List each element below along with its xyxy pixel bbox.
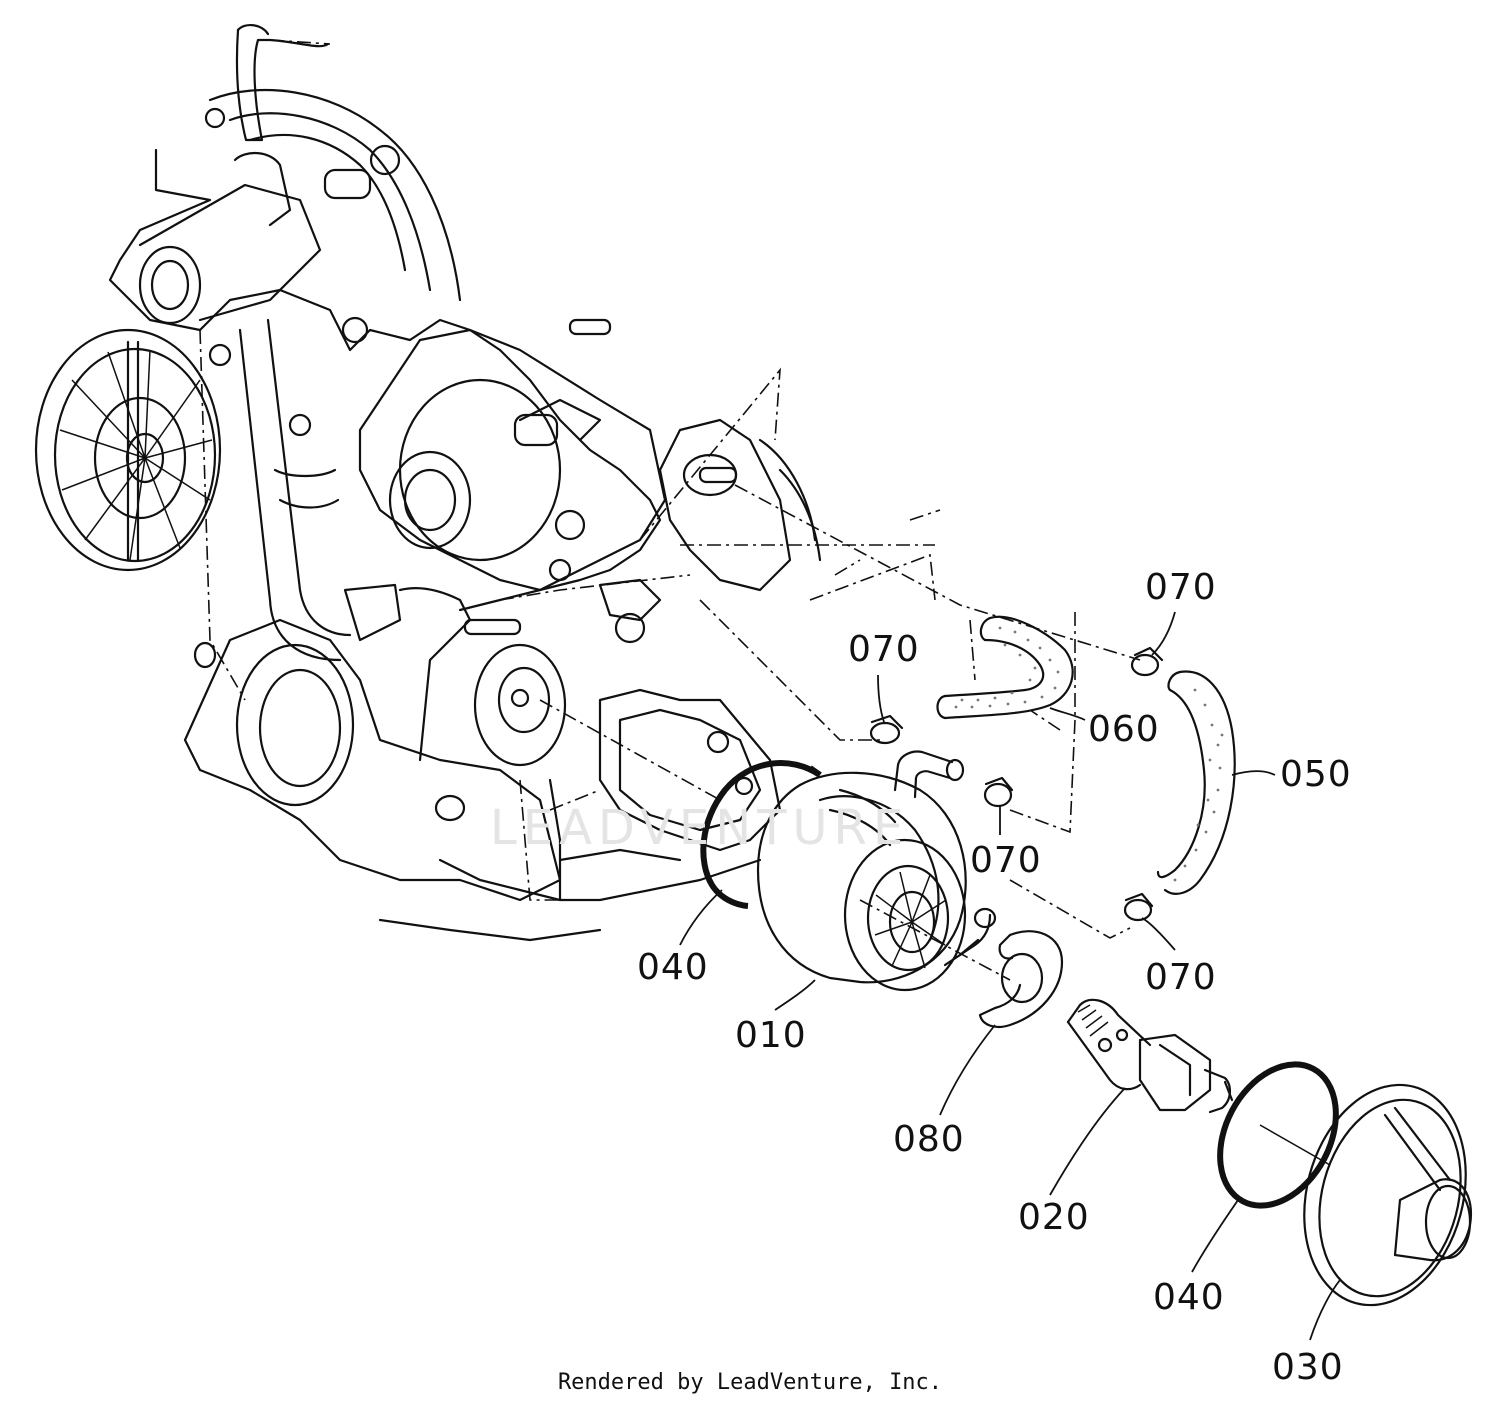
render-credit: Rendered by LeadVenture, Inc. xyxy=(557,1370,943,1395)
alignment-lines xyxy=(539,484,1141,981)
hollow-bolt-020 xyxy=(1066,998,1234,1114)
clamp-070-top-right xyxy=(1130,646,1164,677)
part-label-040: 040 xyxy=(1153,1277,1225,1318)
washer-080 xyxy=(978,930,1064,1029)
cover-030 xyxy=(1259,1083,1473,1307)
part-label-070: 070 xyxy=(848,629,920,670)
o-ring-040-right xyxy=(1217,1061,1339,1209)
part-label-060: 060 xyxy=(1088,709,1160,750)
clamp-070-bottom xyxy=(1123,892,1154,922)
part-label-010: 010 xyxy=(735,1015,807,1056)
construction-lines xyxy=(199,329,941,901)
part-label-080: 080 xyxy=(893,1119,965,1160)
engine-block xyxy=(34,24,822,942)
o-ring-040-left xyxy=(700,760,822,909)
leader-lines xyxy=(679,611,1341,1341)
clamp-070-top-left xyxy=(869,714,904,745)
part-label-070: 070 xyxy=(1145,957,1217,998)
part-label-070: 070 xyxy=(1145,567,1217,608)
hose-060 xyxy=(936,615,1074,720)
oil-cooler-010 xyxy=(756,750,997,992)
part-label-050: 050 xyxy=(1280,754,1352,795)
part-label-070: 070 xyxy=(970,840,1042,881)
hose-050 xyxy=(1156,670,1236,895)
part-label-020: 020 xyxy=(1018,1197,1090,1238)
clamp-070-middle xyxy=(983,776,1014,808)
part-label-040: 040 xyxy=(637,947,709,988)
part-label-030: 030 xyxy=(1272,1347,1344,1388)
watermark: LEADVENTURE xyxy=(490,800,910,856)
